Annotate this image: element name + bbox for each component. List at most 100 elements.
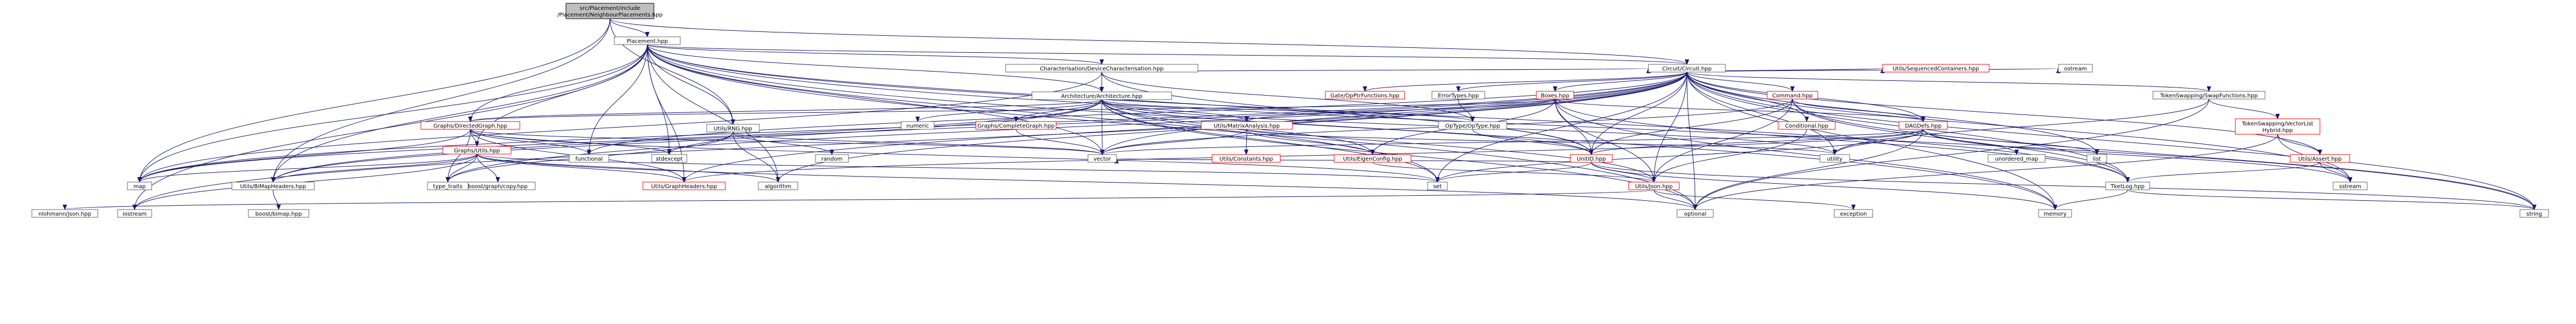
node-box-memory <box>2038 209 2072 218</box>
node-box-ostream <box>2058 64 2093 73</box>
node-errortypes[interactable]: ErrorTypes.hpp <box>1431 91 1485 100</box>
edge-root-to-circuit <box>609 18 1689 65</box>
edge-dagdefs-to-vector <box>1100 129 1924 155</box>
edge-root-to-utilsrng <box>609 18 735 125</box>
edge-circuit-to-functional <box>587 72 1687 155</box>
node-label-placement: Placement.hpp <box>627 39 668 45</box>
node-label-charac: Characterisation/DeviceCharacterisation.… <box>1040 66 1163 72</box>
node-box-tketlog <box>2105 182 2150 190</box>
node-completegraph[interactable]: Graphs/CompleteGraph.hpp <box>975 121 1057 130</box>
node-label-seqcont: Utils/SequencedContainers.hpp <box>1892 66 1979 72</box>
edge-circuit-to-command <box>1686 72 1795 92</box>
node-label-optype: OpType/OpType.hpp <box>1445 123 1500 129</box>
edge-boxes-to-matrixanalysis <box>1245 98 1556 122</box>
edge-placement-to-map <box>137 44 648 183</box>
edge-vectorlist-to-optional <box>1693 134 2278 210</box>
edge-utilsjson-to-nlohmann <box>63 189 1655 210</box>
edge-vectorlist-to-assert <box>2277 134 2322 155</box>
node-box-arch <box>1031 91 1172 100</box>
edge-arch-to-directed <box>468 99 1102 122</box>
node-box-errortypes <box>1431 91 1485 100</box>
node-constants[interactable]: Utils/Constants.hpp <box>1212 154 1281 163</box>
node-boostbimap: boost/bimap.hpp <box>248 209 309 218</box>
node-circuit[interactable]: Circuit/Circuit.hpp <box>1648 64 1726 73</box>
node-label-utilsjson: Utils/Json.hpp <box>1635 184 1673 190</box>
edge-dagdefs-to-utility <box>1833 129 1924 155</box>
node-label-unorderedmap: unordered_map <box>1995 156 2039 162</box>
node-dagdefs[interactable]: DAGDefs.hpp <box>1898 121 1948 130</box>
node-bimap[interactable]: Utils/BiMapHeaders.hpp <box>231 182 315 190</box>
node-vector: vector <box>1087 154 1117 163</box>
edge-matrixanalysis-to-constants <box>1244 129 1249 155</box>
edge-circuit-to-swapfn <box>1686 72 2211 92</box>
node-charac[interactable]: Characterisation/DeviceCharacterisation.… <box>1005 64 1198 73</box>
node-label-dagdefs: DAGDefs.hpp <box>1905 123 1942 129</box>
node-boxes[interactable]: Boxes.hpp <box>1536 91 1574 100</box>
node-set: set <box>1427 182 1448 190</box>
node-unitid[interactable]: UnitID.hpp <box>1570 154 1613 163</box>
node-label-random: random <box>821 156 843 162</box>
node-stdexcept: stdexcept <box>651 154 687 163</box>
node-arch[interactable]: Architecture/Architecture.hpp <box>1031 91 1172 100</box>
node-box-optional <box>1676 209 1714 218</box>
edge-arch-to-set <box>1101 99 1440 183</box>
edge-placement-to-graphutils <box>475 44 648 147</box>
node-label-stdexcept: stdexcept <box>656 156 682 162</box>
node-string: string <box>2519 209 2549 218</box>
node-label-algorithm: algorithm <box>765 184 791 190</box>
edge-arch-to-matrixanalysis <box>1101 99 1249 122</box>
node-label-memory: memory <box>2044 211 2067 217</box>
node-box-nlohmann <box>31 209 98 218</box>
node-utilsrng[interactable]: Utils/RNG.hpp <box>706 124 760 133</box>
node-eigenconfig[interactable]: Utils/EigenConfig.hpp <box>1334 154 1412 163</box>
edge-placement-to-iostream <box>132 44 648 210</box>
edge-graphutils-to-boostcopy <box>476 153 500 183</box>
node-box-graphheaders <box>642 182 726 190</box>
edge-swapfn-to-vectorlist <box>2208 98 2280 119</box>
node-box-command <box>1767 91 1818 100</box>
node-box-placement <box>614 36 681 45</box>
node-utilsjson[interactable]: Utils/Json.hpp <box>1628 182 1680 190</box>
node-graphheaders[interactable]: Utils/GraphHeaders.hpp <box>642 182 726 190</box>
node-label-errortypes: ErrorTypes.hpp <box>1438 93 1479 99</box>
node-box-random <box>815 154 849 163</box>
node-tketlog[interactable]: TketLog.hpp <box>2105 182 2150 190</box>
node-box-numeric <box>901 121 935 130</box>
node-root: src/Placement/include/Placement/Neighbou… <box>557 3 663 19</box>
edge-unitid-to-string <box>1591 162 2536 210</box>
edge-arch-to-unitid <box>1101 99 1594 155</box>
node-assert[interactable]: Utils/Assert.hpp <box>2290 154 2350 163</box>
node-box-stdexcept <box>651 154 687 163</box>
edge-arch-to-bimap <box>271 99 1102 183</box>
edge-boxes-to-tketlog <box>1555 98 2130 183</box>
node-box-root <box>565 3 654 19</box>
node-command[interactable]: Command.hpp <box>1767 91 1818 100</box>
edge-placement-to-utilsrng <box>647 44 735 125</box>
node-label-string: string <box>2527 211 2542 217</box>
node-graphutils[interactable]: Graphs/Utils.hpp <box>442 146 512 155</box>
node-gateop[interactable]: Gate/OpPtrFunctions.hpp <box>1325 91 1405 100</box>
node-sstream: sstream <box>2333 182 2368 190</box>
node-matrixanalysis[interactable]: Utils/MatrixAnalysis.hpp <box>1201 121 1293 130</box>
edge-circuit-to-errortypes <box>1456 72 1687 92</box>
node-conditional[interactable]: Conditional.hpp <box>1778 121 1836 130</box>
node-label-typetraits: type_traits <box>433 184 462 190</box>
node-directed[interactable]: Graphs/DirectedGraph.hpp <box>420 121 520 130</box>
node-box-algorithm <box>758 182 798 190</box>
edge-bimap-to-boostbimap <box>273 189 281 210</box>
node-placement[interactable]: Placement.hpp <box>614 36 681 45</box>
edge-swapfn-to-optional <box>1693 98 2209 210</box>
edge-circuit-to-typetraits <box>446 72 1687 183</box>
edge-placement-to-charac <box>647 44 1104 65</box>
edge-graphutils-to-typetraits <box>446 153 478 183</box>
node-algorithm: algorithm <box>758 182 798 190</box>
node-box-assert <box>2290 154 2350 163</box>
node-optype[interactable]: OpType/OpType.hpp <box>1438 121 1507 130</box>
node-swapfn[interactable]: TokenSwapping/SwapFunctions.hpp <box>2152 91 2266 100</box>
node-seqcont[interactable]: Utils/SequencedContainers.hpp <box>1882 64 1990 73</box>
node-label-vector: vector <box>1093 156 1112 162</box>
node-box-iostream <box>117 209 152 218</box>
node-utility: utility <box>1819 154 1850 163</box>
node-typetraits: type_traits <box>427 182 469 190</box>
